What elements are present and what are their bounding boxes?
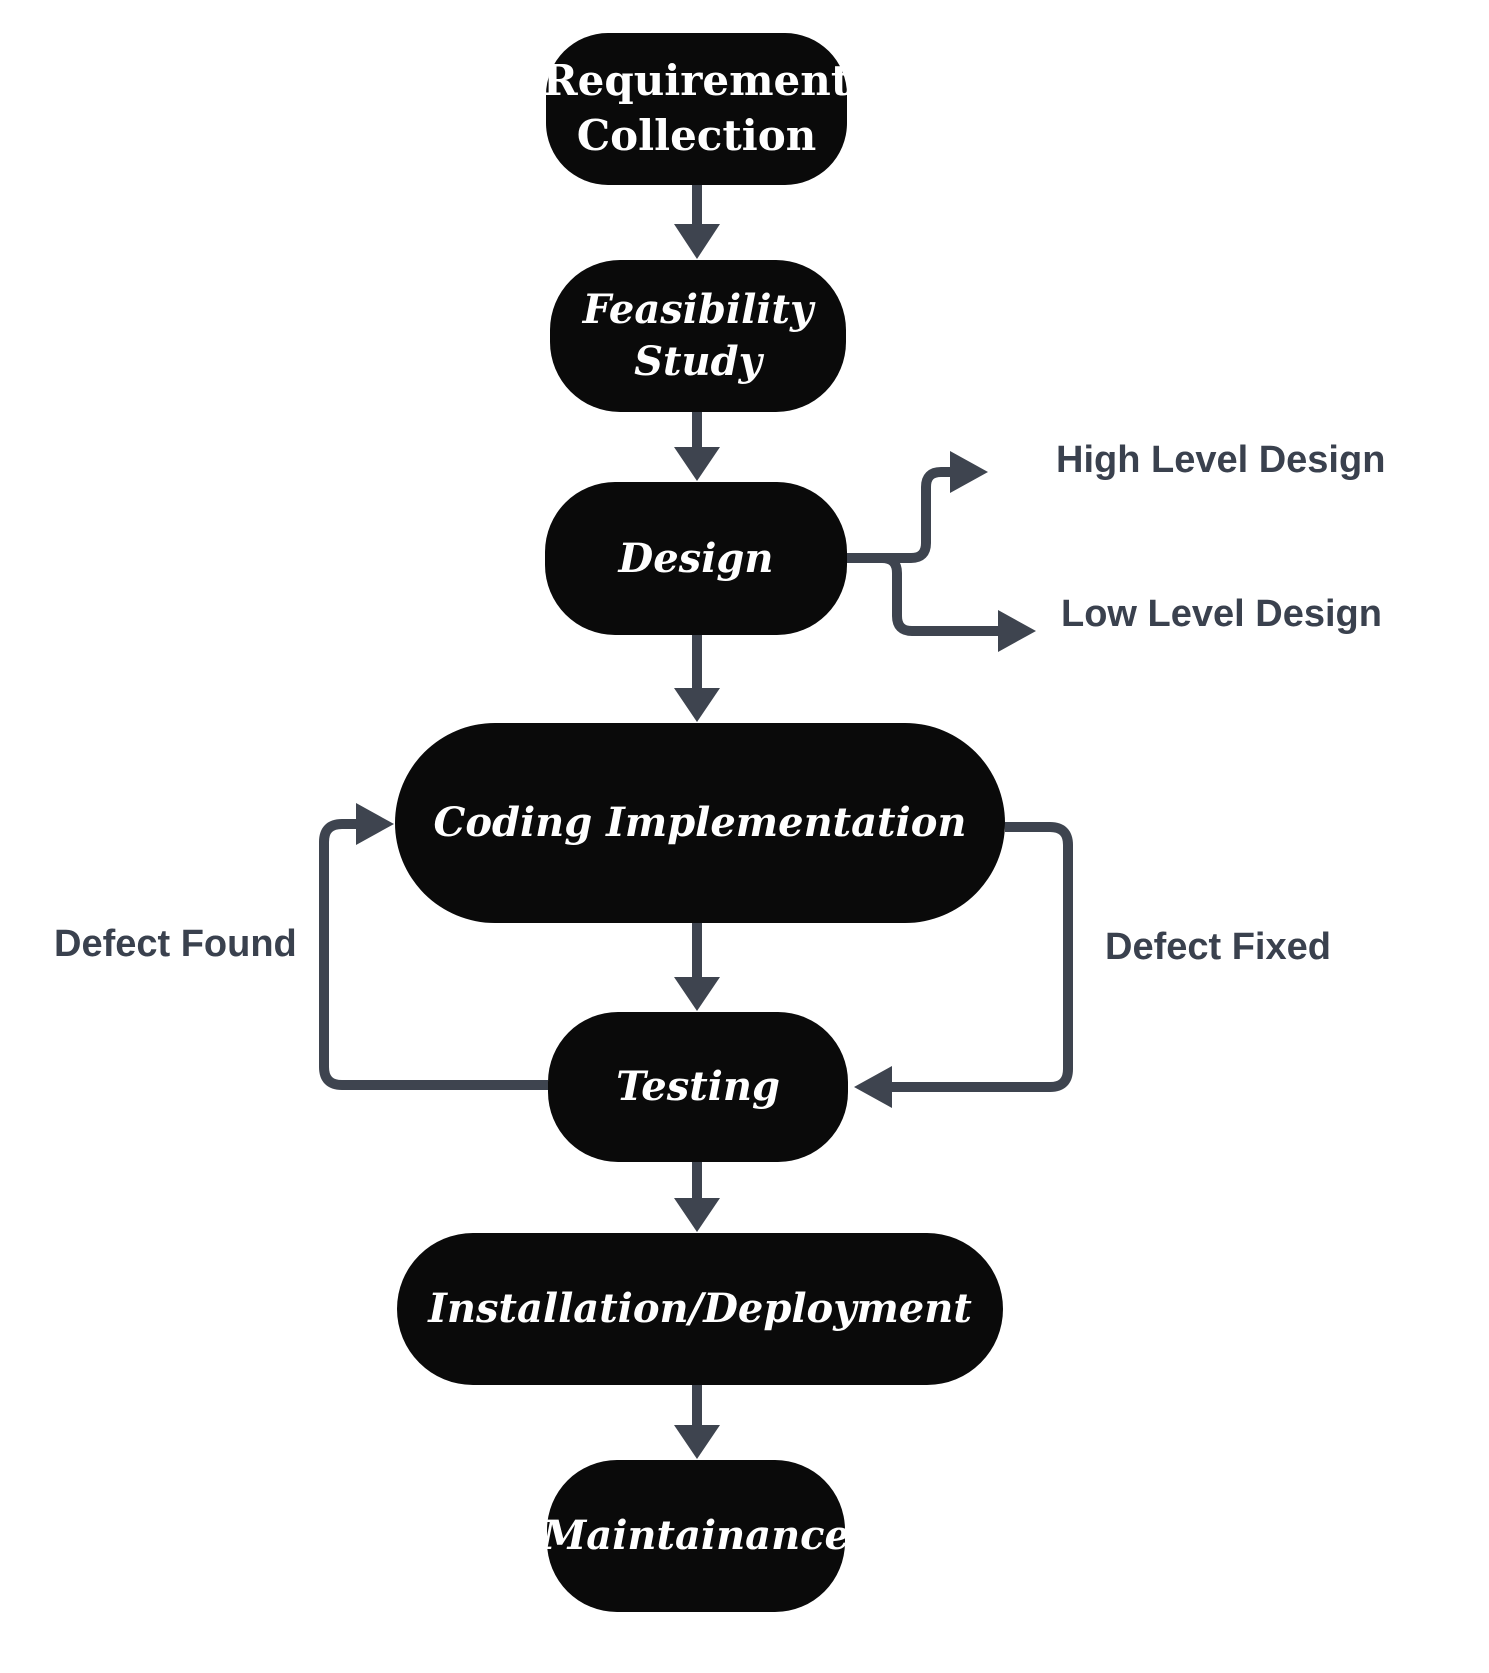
arrowhead-design-to-coding [674,688,720,722]
node-testing: Testing [548,1012,848,1162]
label-defect-fixed: Defect Fixed [1105,926,1331,968]
loop-defect-found [319,819,548,1090]
label-high-level-design: High Level Design [1056,439,1386,481]
arrowhead-requirement-to-feasibility [674,224,720,259]
branch-design-to-low-level [847,553,998,636]
arrowhead-installation-to-maintainance [674,1425,720,1459]
arrowhead-coding-to-testing [674,977,720,1011]
arrowhead-feasibility-to-design [674,447,720,481]
node-coding-implementation: Coding Implementation [395,723,1005,923]
arrowhead-defect-found [356,803,394,845]
arrowhead-high-level [950,451,988,493]
label-defect-found: Defect Found [54,923,297,965]
loop-defect-fixed [892,822,1073,1092]
node-design: Design [545,482,847,635]
node-installation-deployment: Installation/Deployment [397,1233,1003,1385]
node-feasibility-study: Feasibility Study [550,260,846,412]
node-maintainance: Maintainance [542,1460,850,1612]
branch-design-to-high-level [847,467,952,563]
arrowhead-low-level [998,610,1036,652]
label-low-level-design: Low Level Design [1061,593,1382,635]
arrowhead-testing-to-installation [674,1198,720,1232]
arrowhead-defect-fixed [854,1066,892,1108]
node-requirement-collection: Requirement Collection [543,33,850,185]
